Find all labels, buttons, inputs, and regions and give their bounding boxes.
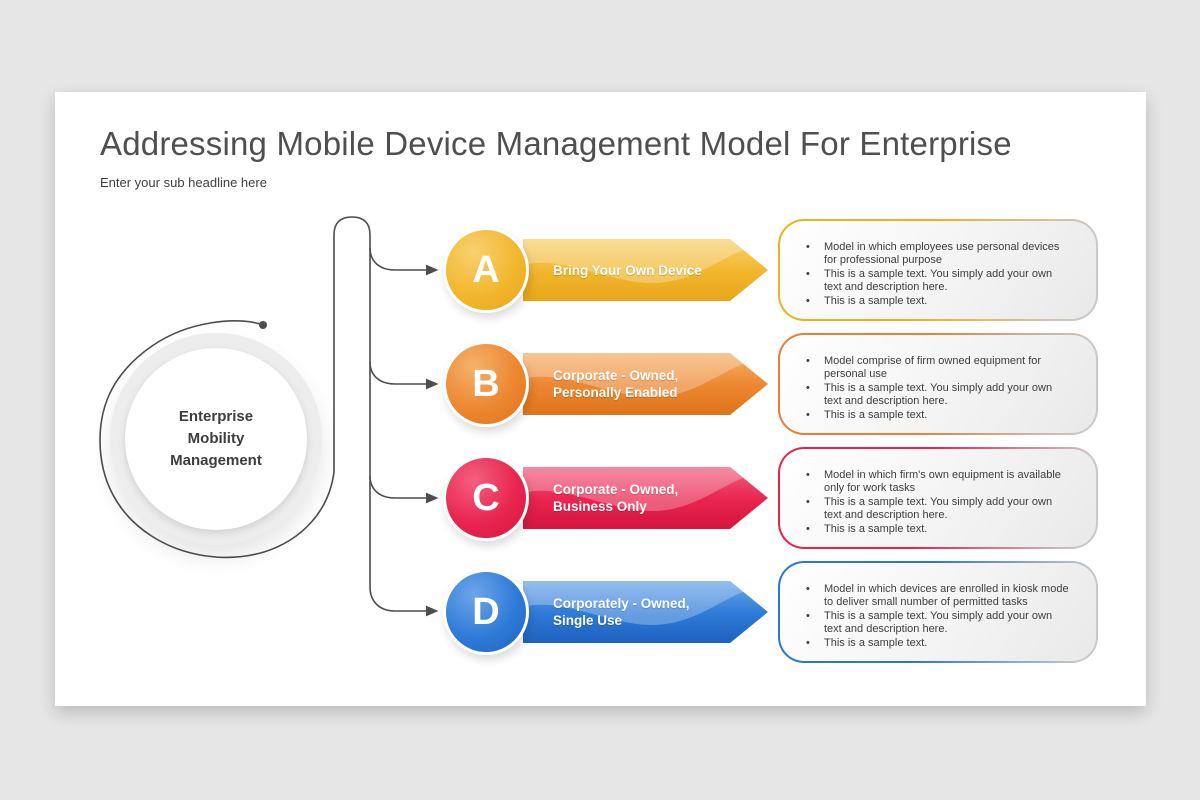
banner-c: Corporate - Owned, Business Only <box>523 467 768 529</box>
description-bullets-c: Model in which firm's own equipment is a… <box>800 469 1072 536</box>
bullet-item: This is a sample text. <box>800 637 1072 650</box>
banner-b: Corporate - Owned, Personally Enabled <box>523 353 768 415</box>
bullet-item: This is a sample text. <box>800 523 1072 536</box>
badge-d: D <box>443 569 529 655</box>
bullet-item: This is a sample text. <box>800 409 1072 422</box>
bullet-item: Model comprise of firm owned equipment f… <box>800 355 1072 381</box>
description-card-c: Model in which firm's own equipment is a… <box>778 447 1098 549</box>
bullet-item: This is a sample text. You simply add yo… <box>800 268 1072 294</box>
banner-wave-highlight <box>523 581 768 626</box>
emm-inner-circle: Enterprise Mobility Management <box>125 348 307 530</box>
badge-a: A <box>443 227 529 313</box>
emm-label: Enterprise Mobility Management <box>170 406 262 472</box>
model-row-a: Bring Your Own Device A Model in which e… <box>55 213 1146 327</box>
bullet-item: Model in which employees use personal de… <box>800 241 1072 267</box>
banner-label-c: Corporate - Owned, Business Only <box>553 482 679 514</box>
badge-b: B <box>443 341 529 427</box>
emm-label-line: Management <box>170 452 262 469</box>
bullet-item: Model in which devices are enrolled in k… <box>800 583 1072 609</box>
model-row-c: Corporate - Owned, Business Only C Model… <box>55 441 1146 555</box>
model-row-b: Corporate - Owned, Personally Enabled B … <box>55 327 1146 441</box>
banner-wave-highlight <box>523 467 768 512</box>
banner-a: Bring Your Own Device <box>523 239 768 301</box>
banner-d: Corporately - Owned, Single Use <box>523 581 768 643</box>
description-card-d: Model in which devices are enrolled in k… <box>778 561 1098 663</box>
bullet-item: This is a sample text. You simply add yo… <box>800 382 1072 408</box>
emm-label-line: Enterprise <box>178 408 254 425</box>
description-card-a: Model in which employees use personal de… <box>778 219 1098 321</box>
bullet-item: This is a sample text. You simply add yo… <box>800 610 1072 636</box>
description-bullets-b: Model comprise of firm owned equipment f… <box>800 355 1072 422</box>
description-bullets-a: Model in which employees use personal de… <box>800 241 1072 308</box>
page-title: Addressing Mobile Device Management Mode… <box>100 125 1012 162</box>
bullet-item: This is a sample text. <box>800 295 1072 308</box>
banner-wave-highlight <box>523 353 768 398</box>
bullet-item: Model in which firm's own equipment is a… <box>800 469 1072 495</box>
description-card-b: Model comprise of firm owned equipment f… <box>778 333 1098 435</box>
description-bullets-d: Model in which devices are enrolled in k… <box>800 583 1072 650</box>
banner-wave-highlight <box>523 239 768 284</box>
banner-label-a: Bring Your Own Device <box>553 262 702 278</box>
slide: Addressing Mobile Device Management Mode… <box>55 92 1146 706</box>
model-row-d: Corporately - Owned, Single Use D Model … <box>55 555 1146 669</box>
banner-label-d: Corporately - Owned, Single Use <box>553 596 690 628</box>
emm-ring: Enterprise Mobility Management <box>110 333 322 545</box>
banner-label-b: Corporate - Owned, Personally Enabled <box>553 368 679 400</box>
bullet-item: This is a sample text. You simply add yo… <box>800 496 1072 522</box>
page-subtitle: Enter your sub headline here <box>100 175 267 190</box>
badge-c: C <box>443 455 529 541</box>
emm-label-line: Mobility <box>187 430 245 447</box>
